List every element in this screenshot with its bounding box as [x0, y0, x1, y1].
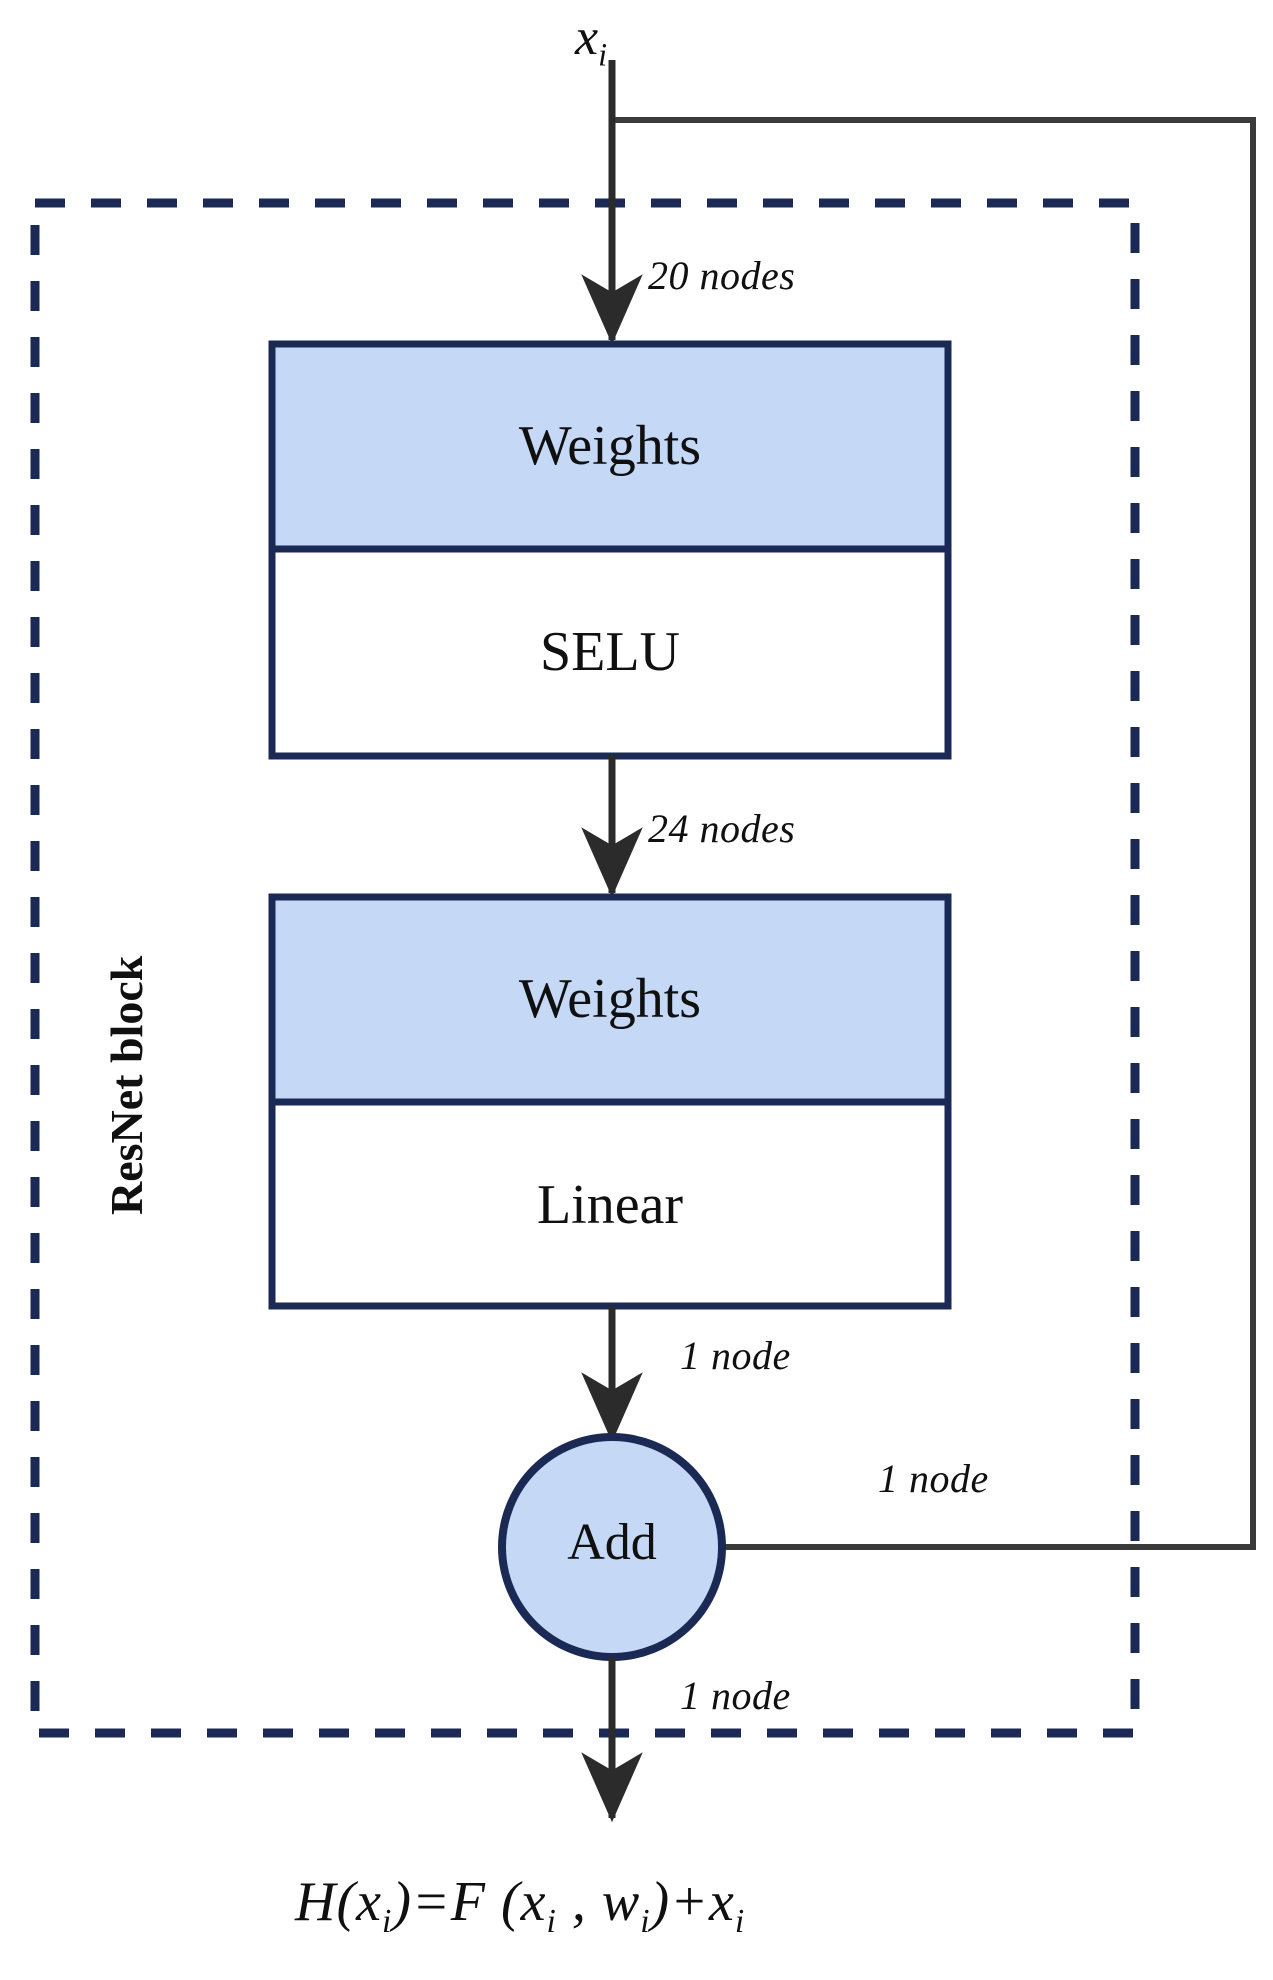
formula-x3: x: [708, 1871, 735, 1933]
formula-sub2: i: [546, 1903, 557, 1941]
input-label: xi: [575, 9, 608, 73]
selu-label: SELU: [540, 621, 680, 683]
add-node-label: Add: [567, 1514, 657, 1571]
formula-close1: )=: [392, 1871, 451, 1933]
resnet-block-label: ResNet block: [101, 955, 152, 1215]
edge-label-1-node-skip: 1 node: [878, 1456, 989, 1501]
formula-f: F: [450, 1871, 486, 1933]
weights-1-box: [268, 340, 952, 553]
edge-label-20-nodes: 20 nodes: [648, 253, 796, 298]
linear-label: Linear: [536, 1174, 684, 1236]
formula-close2: )+: [650, 1871, 709, 1933]
output-formula: H(xi)=F (xi , wi)+xi: [295, 1870, 745, 1941]
formula-sub3: i: [640, 1903, 651, 1941]
weights-1-label: Weights: [518, 415, 702, 477]
linear-box: [268, 1098, 952, 1310]
formula-open2: (: [485, 1871, 521, 1933]
formula-x1: x: [356, 1871, 382, 1933]
formula-h: H: [295, 1871, 337, 1933]
weights-2-label: Weights: [518, 968, 702, 1030]
formula-comma: ,: [556, 1871, 602, 1933]
formula-w: w: [601, 1871, 641, 1933]
edge-label-1-node-output: 1 node: [680, 1673, 791, 1718]
formula-open1: (: [336, 1871, 357, 1933]
formula-sub1: i: [381, 1903, 393, 1941]
skip-connection-path: [612, 117, 1256, 1574]
resnet-block-dashed-boundary: [30, 198, 1140, 1738]
formula-x2: x: [520, 1871, 547, 1933]
formula-sub4: i: [734, 1903, 746, 1941]
edge-label-24-nodes: 24 nodes: [648, 806, 796, 851]
edge-label-1-node-linear: 1 node: [680, 1333, 791, 1378]
